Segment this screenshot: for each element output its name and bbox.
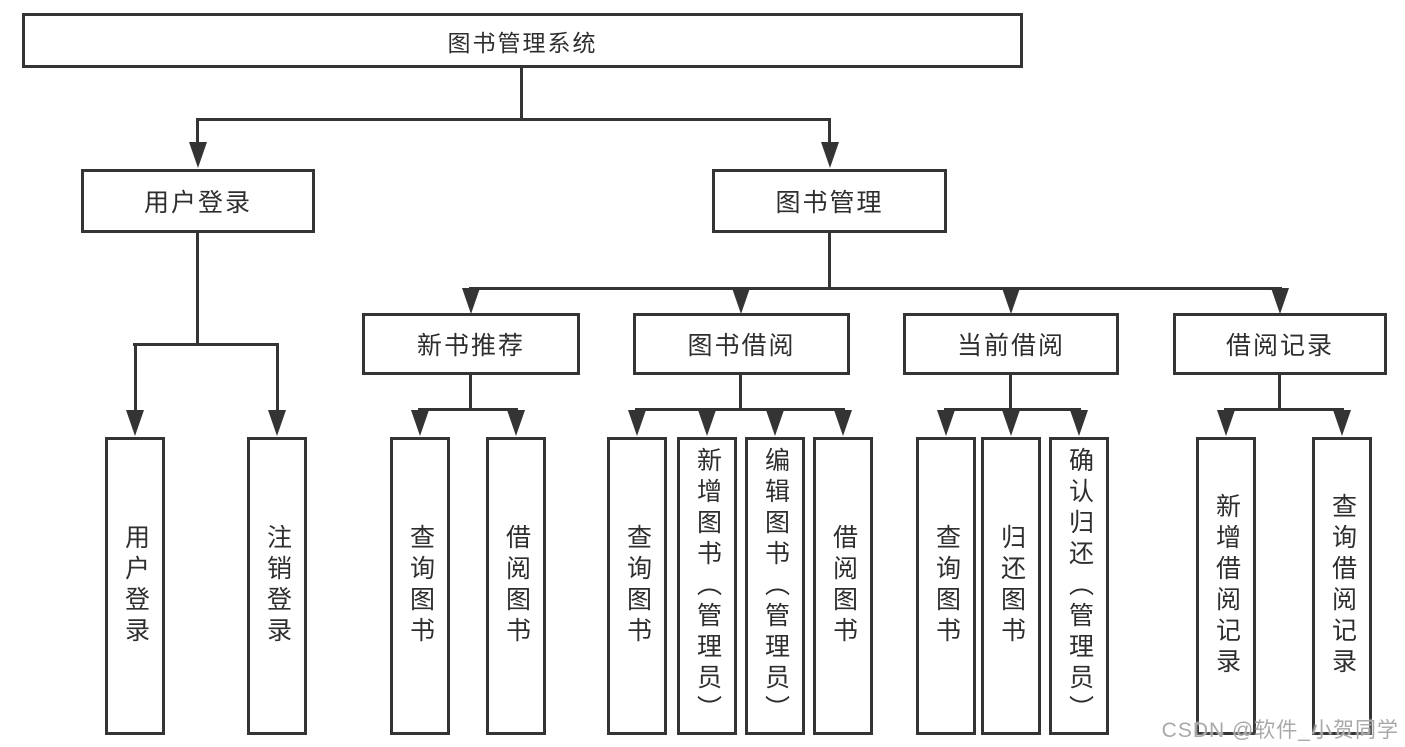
leaf-query-books-recommend: 查询图书 bbox=[390, 437, 450, 735]
connector-group1-stem-b bbox=[276, 343, 279, 415]
arrowhead-book-borrow bbox=[732, 288, 750, 314]
arrowhead-leaf-query-current bbox=[937, 410, 955, 436]
connector-group2-rail bbox=[418, 408, 518, 411]
connector-group5-rail bbox=[1224, 408, 1344, 411]
leaf-user-login: 用户登录 bbox=[105, 437, 165, 735]
csdn-watermark: CSDN @软件_小贺同学 bbox=[1161, 719, 1399, 742]
arrowhead-leaf-borrow-recommend bbox=[507, 410, 525, 436]
arrowhead-user-login bbox=[189, 142, 207, 168]
arrowhead-leaf-query-record bbox=[1333, 410, 1351, 436]
arrowhead-leaf-logout bbox=[268, 410, 286, 436]
leaf-query-books-current: 查询图书 bbox=[916, 437, 976, 735]
arrowhead-leaf-confirm-return bbox=[1070, 410, 1088, 436]
arrowhead-leaf-return-books bbox=[1002, 410, 1020, 436]
leaf-borrow-books-recommend: 借阅图书 bbox=[486, 437, 546, 735]
connector-group5-stem bbox=[1278, 375, 1281, 410]
node-root: 图书管理系统 bbox=[22, 13, 1023, 68]
leaf-edit-books-admin: 编辑图书（管理员） bbox=[745, 437, 805, 735]
connector-group3-rail bbox=[635, 408, 845, 411]
connector-group1-stem-a bbox=[134, 343, 137, 415]
connector-book-mgmt-stem bbox=[828, 233, 831, 289]
leaf-logout: 注销登录 bbox=[247, 437, 307, 735]
arrowhead-leaf-user-login bbox=[126, 410, 144, 436]
connector-root-stem bbox=[520, 68, 523, 121]
connector-level2-rail bbox=[469, 287, 1282, 290]
node-user-login: 用户登录 bbox=[81, 169, 315, 233]
node-current-borrow: 当前借阅 bbox=[903, 313, 1119, 375]
arrowhead-leaf-query-borrow bbox=[628, 410, 646, 436]
connector-arrow-stem-book-mgmt bbox=[828, 118, 831, 148]
leaf-query-borrow-record: 查询借阅记录 bbox=[1312, 437, 1372, 735]
leaf-return-books: 归还图书 bbox=[981, 437, 1041, 735]
arrowhead-book-mgmt bbox=[821, 142, 839, 168]
connector-group2-stem bbox=[469, 375, 472, 410]
arrowhead-leaf-query-recommend bbox=[411, 410, 429, 436]
node-new-book-recommend: 新书推荐 bbox=[362, 313, 580, 375]
leaf-add-borrow-record: 新增借阅记录 bbox=[1196, 437, 1256, 735]
connector-group4-stem bbox=[1009, 375, 1012, 410]
leaf-borrow-books: 借阅图书 bbox=[813, 437, 873, 735]
arrowhead-current-borrow bbox=[1002, 288, 1020, 314]
arrowhead-leaf-add-books bbox=[698, 410, 716, 436]
leaf-add-books-admin: 新增图书（管理员） bbox=[677, 437, 737, 735]
node-borrow-records: 借阅记录 bbox=[1173, 313, 1387, 375]
arrowhead-leaf-edit-books bbox=[766, 410, 784, 436]
arrowhead-new-book-recommend bbox=[462, 288, 480, 314]
connector-user-login-stem bbox=[196, 233, 199, 345]
node-book-borrow: 图书借阅 bbox=[633, 313, 850, 375]
connector-group4-rail bbox=[944, 408, 1081, 411]
node-book-management: 图书管理 bbox=[712, 169, 947, 233]
connector-level1-rail bbox=[197, 118, 831, 121]
leaf-confirm-return-admin: 确认归还（管理员） bbox=[1049, 437, 1109, 735]
arrowhead-leaf-borrow-books bbox=[834, 410, 852, 436]
arrowhead-leaf-add-record bbox=[1217, 410, 1235, 436]
arrowhead-borrow-records bbox=[1271, 288, 1289, 314]
connector-arrow-stem-user-login bbox=[196, 118, 199, 148]
connector-group1-rail bbox=[133, 343, 279, 346]
leaf-query-books-borrow: 查询图书 bbox=[607, 437, 667, 735]
connector-group3-stem bbox=[739, 375, 742, 410]
